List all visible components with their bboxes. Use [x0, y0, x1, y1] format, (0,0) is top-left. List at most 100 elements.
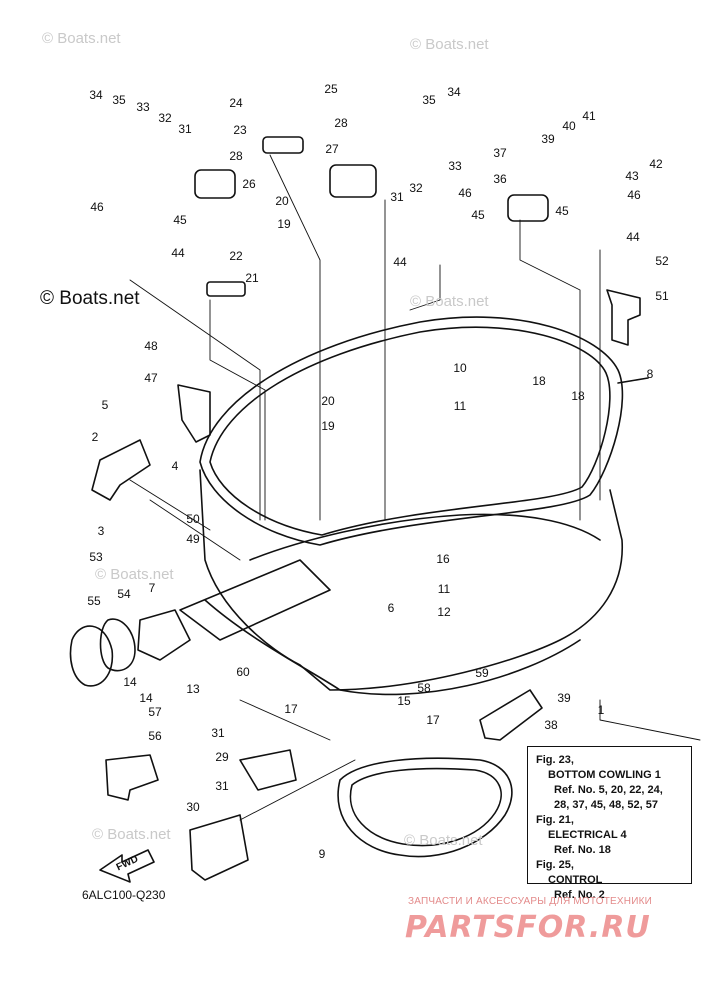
callout-59: 59 — [475, 666, 489, 680]
callout-11: 11 — [454, 399, 467, 413]
callout-12: 12 — [437, 605, 451, 619]
cowling-lower-lip — [204, 599, 581, 696]
callout-46: 46 — [90, 200, 104, 214]
callout-45: 45 — [173, 213, 187, 227]
callout-31: 31 — [215, 779, 229, 793]
grommet-54 — [99, 618, 136, 672]
callout-53: 53 — [89, 550, 103, 564]
lever-38 — [479, 689, 543, 741]
callout-35: 35 — [422, 93, 436, 107]
callout-32: 32 — [158, 111, 172, 125]
callout-39: 39 — [541, 132, 555, 146]
callout-14: 14 — [123, 675, 137, 689]
bracket-56 — [105, 754, 159, 801]
callout-6: 6 — [388, 601, 395, 615]
callout-33: 33 — [136, 100, 150, 114]
callout-49: 49 — [186, 532, 200, 546]
callout-20: 20 — [275, 194, 289, 208]
callout-56: 56 — [148, 729, 162, 743]
cowling-rim-outer — [199, 316, 624, 546]
shop-caption: ЗАПЧАСТИ И АКСЕССУАРЫ ДЛЯ МОТОТЕХНИКИ — [408, 896, 653, 907]
callout-60: 60 — [236, 665, 250, 679]
reference-line: Ref. No. 5, 20, 22, 24, — [554, 784, 663, 796]
callout-48: 48 — [144, 339, 158, 353]
callout-47: 47 — [144, 371, 158, 385]
callout-28: 28 — [229, 149, 243, 163]
cowling-body — [199, 469, 623, 691]
callout-33: 33 — [448, 159, 462, 173]
callout-17: 17 — [426, 713, 440, 727]
fwd-arrow — [99, 849, 155, 883]
callout-32: 32 — [409, 181, 423, 195]
callout-30: 30 — [186, 800, 200, 814]
callout-41: 41 — [582, 109, 596, 123]
callout-1: 1 — [598, 703, 605, 717]
callout-4: 4 — [172, 459, 179, 473]
watermark-bottom-left: © Boats.net — [92, 826, 171, 843]
callout-58: 58 — [417, 681, 431, 695]
callout-23: 23 — [233, 123, 247, 137]
callout-50: 50 — [186, 512, 200, 526]
lever-2 — [91, 439, 151, 501]
diagram-code: 6ALC100-Q230 — [82, 888, 166, 902]
callout-17: 17 — [284, 702, 298, 716]
callout-51: 51 — [655, 289, 669, 303]
seal-8-leader — [617, 377, 649, 384]
cowling-front-wall — [179, 559, 331, 641]
callout-24: 24 — [229, 96, 243, 110]
callout-57: 57 — [148, 705, 162, 719]
callout-29: 29 — [215, 750, 229, 764]
callout-3: 3 — [98, 524, 105, 538]
callout-19: 19 — [321, 419, 335, 433]
callout-26: 26 — [242, 177, 256, 191]
watermark-top-right: © Boats.net — [410, 36, 489, 53]
shop-logo: PARTSFOR.RU — [405, 910, 651, 945]
callout-44: 44 — [393, 255, 407, 269]
reference-line: Fig. 21, — [536, 814, 574, 826]
callout-38: 38 — [544, 718, 558, 732]
callout-36: 36 — [493, 172, 507, 186]
callout-46: 46 — [458, 186, 472, 200]
watermark-bottom-right: © Boats.net — [404, 832, 483, 849]
callout-55: 55 — [87, 594, 101, 608]
callout-25: 25 — [324, 82, 338, 96]
reference-line: ELECTRICAL 4 — [548, 829, 627, 841]
callout-14: 14 — [139, 691, 153, 705]
callout-45: 45 — [471, 208, 485, 222]
reference-line: 28, 37, 45, 48, 52, 57 — [554, 799, 658, 811]
callout-44: 44 — [171, 246, 185, 260]
part-26 — [194, 169, 236, 199]
callout-18: 18 — [571, 389, 585, 403]
bracket-29 — [239, 749, 297, 791]
part-23 — [262, 136, 304, 154]
callout-31: 31 — [178, 122, 192, 136]
callout-46: 46 — [627, 188, 641, 202]
cowling-rim-inner — [209, 326, 611, 536]
callout-9: 9 — [319, 847, 326, 861]
reference-line: BOTTOM COWLING 1 — [548, 769, 661, 781]
watermark-mid-right: © Boats.net — [410, 293, 489, 310]
callout-52: 52 — [655, 254, 669, 268]
reference-line: Ref. No. 18 — [554, 844, 611, 856]
bracket-51 — [606, 289, 641, 346]
clamp-55 — [69, 625, 114, 687]
callout-54: 54 — [117, 587, 131, 601]
part-27 — [329, 164, 377, 198]
reference-line: Fig. 23, — [536, 754, 574, 766]
callout-44: 44 — [626, 230, 640, 244]
callout-31: 31 — [390, 190, 404, 204]
watermark-top-left: © Boats.net — [42, 30, 121, 47]
gasket-9 — [337, 757, 513, 858]
callout-34: 34 — [89, 88, 103, 102]
callout-10: 10 — [453, 361, 467, 375]
callout-20: 20 — [321, 394, 335, 408]
callout-11: 11 — [438, 582, 451, 596]
callout-16: 16 — [436, 552, 450, 566]
cowling-floor — [249, 513, 601, 561]
callout-22: 22 — [229, 249, 243, 263]
callout-7: 7 — [149, 581, 156, 595]
callout-15: 15 — [397, 694, 411, 708]
callout-28: 28 — [334, 116, 348, 130]
callout-35: 35 — [112, 93, 126, 107]
